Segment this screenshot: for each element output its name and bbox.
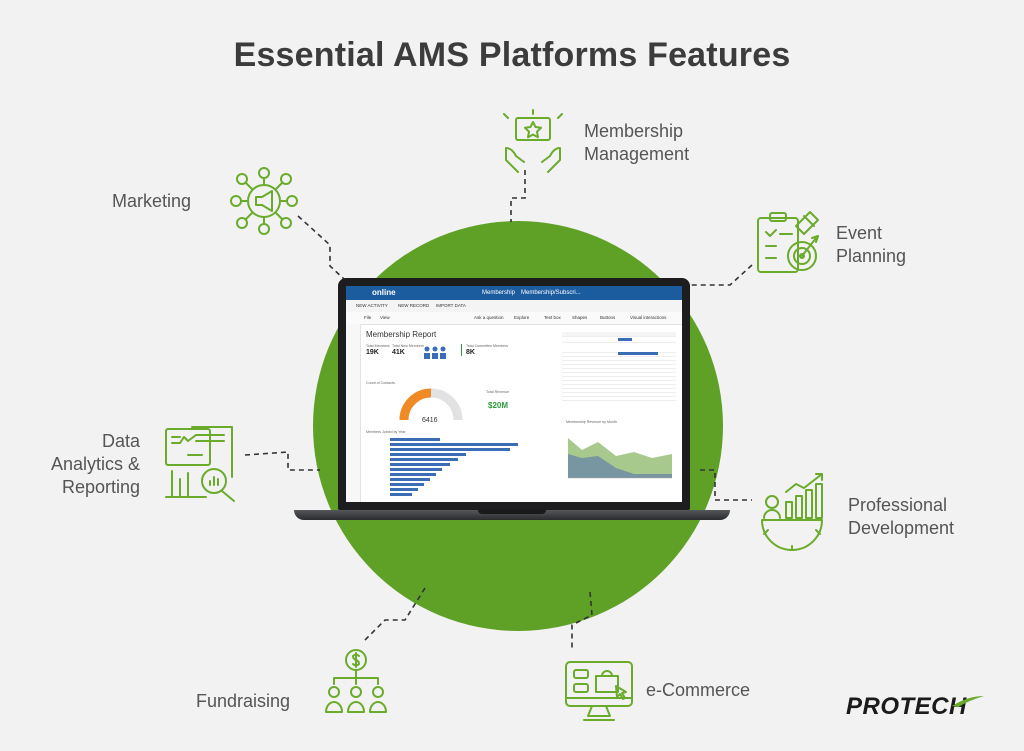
megaphone-icon [230,167,298,235]
app-logo: online [372,288,396,297]
breadcrumb-report[interactable]: Membership/Subscri... [521,290,581,296]
gauge-title: Count of Contacts [366,381,395,385]
event-planning-icon [757,211,819,273]
bar [390,438,440,441]
fundraising-icon [325,649,387,713]
connector-fundraising [364,587,426,641]
bar [390,478,430,481]
file-menu[interactable]: File [364,315,372,320]
connector-event [690,264,753,286]
logo-swoosh-icon [952,696,984,707]
data-label: Data Analytics & Reporting [50,431,140,497]
import-data-button[interactable]: IMPORT DATA [436,303,466,308]
area-chart-title: Membership Revenue by Month [566,420,617,424]
bar [390,458,458,461]
laptop-base [294,510,730,520]
bar [390,468,442,471]
protech-logo: PROTECH [846,693,967,720]
bar [390,473,436,476]
gauge-value: 6416 [422,417,438,424]
new-record-button[interactable]: NEW RECORD [398,303,430,308]
professional-label: Professional Development [848,495,955,538]
revenue-value: $20M [488,401,509,410]
ecommerce-label: e-Commerce [646,680,751,700]
bar [390,463,450,466]
text-box-button[interactable]: Text box [544,315,561,320]
report-toolbar: File View Ask a question Explore Text bo… [346,312,682,325]
breadcrumb-module[interactable]: Membership [482,290,516,296]
data-analytics-icon [165,426,235,502]
membership-label: Membership Management [584,121,690,164]
report-title: Membership Report [366,330,437,339]
ecommerce-icon [565,661,633,721]
reports-sidebar[interactable] [346,324,361,502]
app-header: online Membership Membership/Subscri... [346,286,682,300]
view-menu[interactable]: View [380,315,390,320]
connector-membership [510,170,526,222]
buttons-button[interactable]: Buttons [600,315,616,320]
bar [390,483,424,486]
connector-marketing [297,215,346,281]
membership-icon [503,109,563,173]
new-activity-button[interactable]: NEW ACTIVITY [356,303,388,308]
bar [390,488,418,491]
page-title: Essential AMS Platforms Features [233,36,791,74]
laptop: online Membership Membership/Subscri... … [338,278,690,510]
revenue-label: Total Revenue [486,390,509,394]
laptop-notch [478,510,546,514]
connector-ecommerce [571,591,593,650]
shapes-button[interactable]: Shapes [572,315,588,320]
bar [390,448,510,451]
members-icon [424,346,446,359]
laptop-screen: online Membership Membership/Subscri... … [346,286,682,502]
gauge-chart [399,388,463,421]
bar [390,453,466,456]
visual-interactions-button[interactable]: Visual interactions [630,315,667,320]
connector-data [244,451,320,471]
event-label: Event Planning [836,223,907,266]
area-chart [568,438,672,479]
bar [390,443,518,446]
marketing-label: Marketing [112,191,192,211]
fundraising-label: Fundraising [196,691,291,711]
connector-professional [700,469,752,501]
bar [390,493,412,496]
ask-question-button[interactable]: Ask a question [474,315,504,320]
gauge-fill [399,388,432,421]
explore-button[interactable]: Explore [514,315,530,320]
professional-development-icon [761,473,823,551]
bar-chart-title: Members Joined by Year [366,430,406,434]
